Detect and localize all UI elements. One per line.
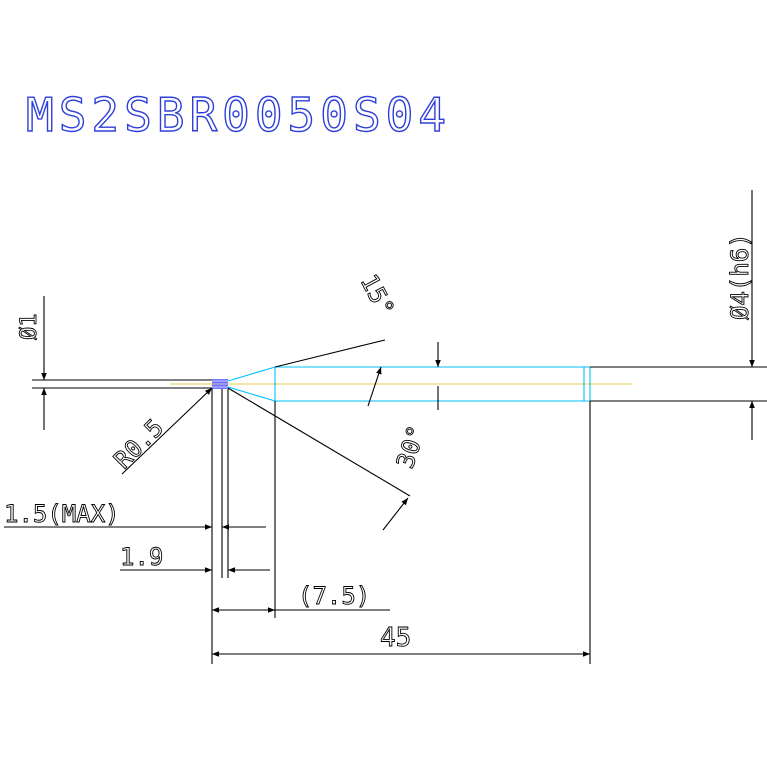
tip-diameter-dimension xyxy=(32,296,212,430)
shank-outline xyxy=(590,366,767,402)
tool-outline xyxy=(227,366,591,402)
neck-length-label: 1.5(MAX) xyxy=(4,500,120,528)
drawing-title: MS2SBR0050S04 xyxy=(25,88,452,142)
tool-tip xyxy=(212,379,228,389)
radius-label: R0.5 xyxy=(108,414,169,475)
radius-leader xyxy=(121,387,213,475)
taper-angle-small-dimension xyxy=(274,339,441,410)
taper-angle-large-dimension xyxy=(227,387,411,531)
flute-length-label: 1.9 xyxy=(120,543,163,571)
tip-diameter-label: Ø1 xyxy=(17,314,42,341)
taper-angle-small-label: 15° xyxy=(355,270,400,321)
extension-lines xyxy=(211,389,591,664)
taper-angle-large-label: 30° xyxy=(391,422,431,472)
overall-length-label: 45 xyxy=(380,623,411,653)
taper-length-label: (7.5) xyxy=(298,582,370,610)
shank-diameter-label: Ø4(h6) xyxy=(726,233,754,320)
